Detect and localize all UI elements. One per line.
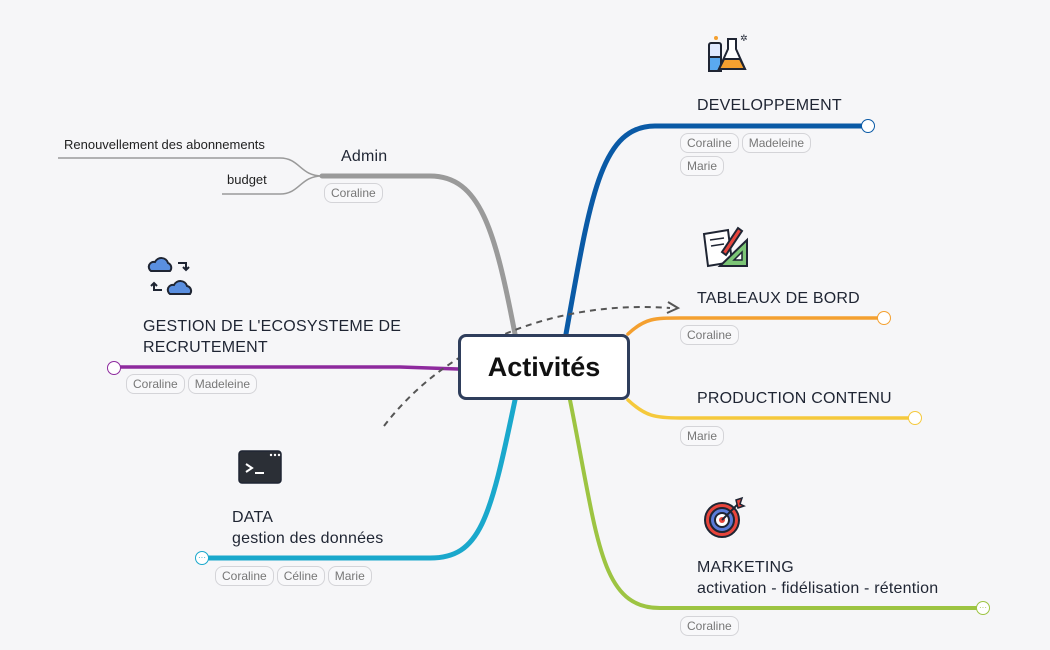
tag[interactable]: Marie	[327, 566, 372, 586]
subtopic-renouvellement[interactable]: Renouvellement des abonnements	[64, 137, 265, 152]
tags-marketing: Coraline	[680, 616, 739, 636]
connector-marketing	[568, 398, 980, 610]
branch-title-admin[interactable]: Admin	[341, 148, 388, 165]
branch-title-tableaux[interactable]: TABLEAUX DE BORD	[697, 290, 860, 307]
tag[interactable]: Coraline	[215, 566, 274, 586]
branch-title-line: RECRUTEMENT	[143, 339, 268, 356]
tag[interactable]: Madeleine	[187, 374, 258, 394]
collapse-button-production[interactable]	[908, 411, 922, 425]
drawing-tools-icon	[702, 222, 750, 275]
terminal-icon	[238, 450, 282, 489]
branch-title-marketing[interactable]: MARKETING activation - fidélisation - ré…	[697, 557, 938, 599]
tags-developpement: Coraline Madeleine Marie	[680, 133, 830, 176]
collapse-button-marketing[interactable]: ···	[976, 601, 990, 615]
tags-admin: Coraline	[324, 183, 383, 203]
tag[interactable]: Coraline	[324, 183, 383, 203]
relationship-arrow[interactable]	[383, 306, 671, 427]
branch-title-production[interactable]: PRODUCTION CONTENU	[697, 390, 892, 407]
tag[interactable]: Madeleine	[741, 133, 812, 153]
tags-production: Marie	[680, 426, 725, 446]
branch-title-data[interactable]: DATA gestion des données	[232, 507, 383, 549]
tag[interactable]: Coraline	[680, 325, 739, 345]
collapse-button-gestion[interactable]	[107, 361, 121, 375]
connector-tableaux	[626, 316, 882, 336]
tag[interactable]: Coraline	[126, 374, 185, 394]
flask-icon: ✲	[706, 33, 748, 80]
branch-title-line: DATA	[232, 509, 274, 526]
tag[interactable]: Marie	[680, 426, 725, 446]
collapse-button-tableaux[interactable]	[877, 311, 891, 325]
central-topic[interactable]: Activités	[458, 334, 630, 400]
connector-production	[626, 398, 912, 420]
connector-data	[205, 397, 518, 561]
svg-text:✲: ✲	[740, 34, 748, 44]
cloud-sync-icon	[146, 254, 196, 301]
collapse-button-developpement[interactable]	[861, 119, 875, 133]
branch-title-line: gestion des données	[232, 530, 384, 547]
connector-budget	[222, 175, 323, 195]
branch-title-line: GESTION DE L'ECOSYSTEME DE	[143, 318, 402, 335]
collapse-button-data[interactable]: ···	[195, 551, 209, 565]
connector-gestion	[118, 365, 460, 371]
branch-title-line: activation - fidélisation - rétention	[697, 580, 939, 597]
branch-title-line: MARKETING	[697, 559, 794, 576]
relationship-arrowhead	[666, 301, 681, 314]
tags-gestion: Coraline Madeleine	[126, 374, 258, 394]
tag[interactable]: Céline	[276, 566, 325, 586]
tag[interactable]: Coraline	[680, 616, 739, 636]
connector-admin	[319, 173, 518, 337]
connector-developpement	[563, 123, 865, 337]
connector-renouvellement	[58, 157, 323, 177]
subtopic-budget[interactable]: budget	[227, 172, 267, 187]
branch-title-gestion[interactable]: GESTION DE L'ECOSYSTEME DE RECRUTEMENT	[143, 316, 401, 358]
branch-title-developpement[interactable]: DEVELOPPEMENT	[697, 97, 842, 114]
target-icon	[702, 496, 746, 545]
tag[interactable]: Coraline	[680, 133, 739, 153]
tag[interactable]: Marie	[680, 156, 725, 176]
tags-data: Coraline Céline Marie	[215, 566, 372, 586]
tags-tableaux: Coraline	[680, 325, 739, 345]
